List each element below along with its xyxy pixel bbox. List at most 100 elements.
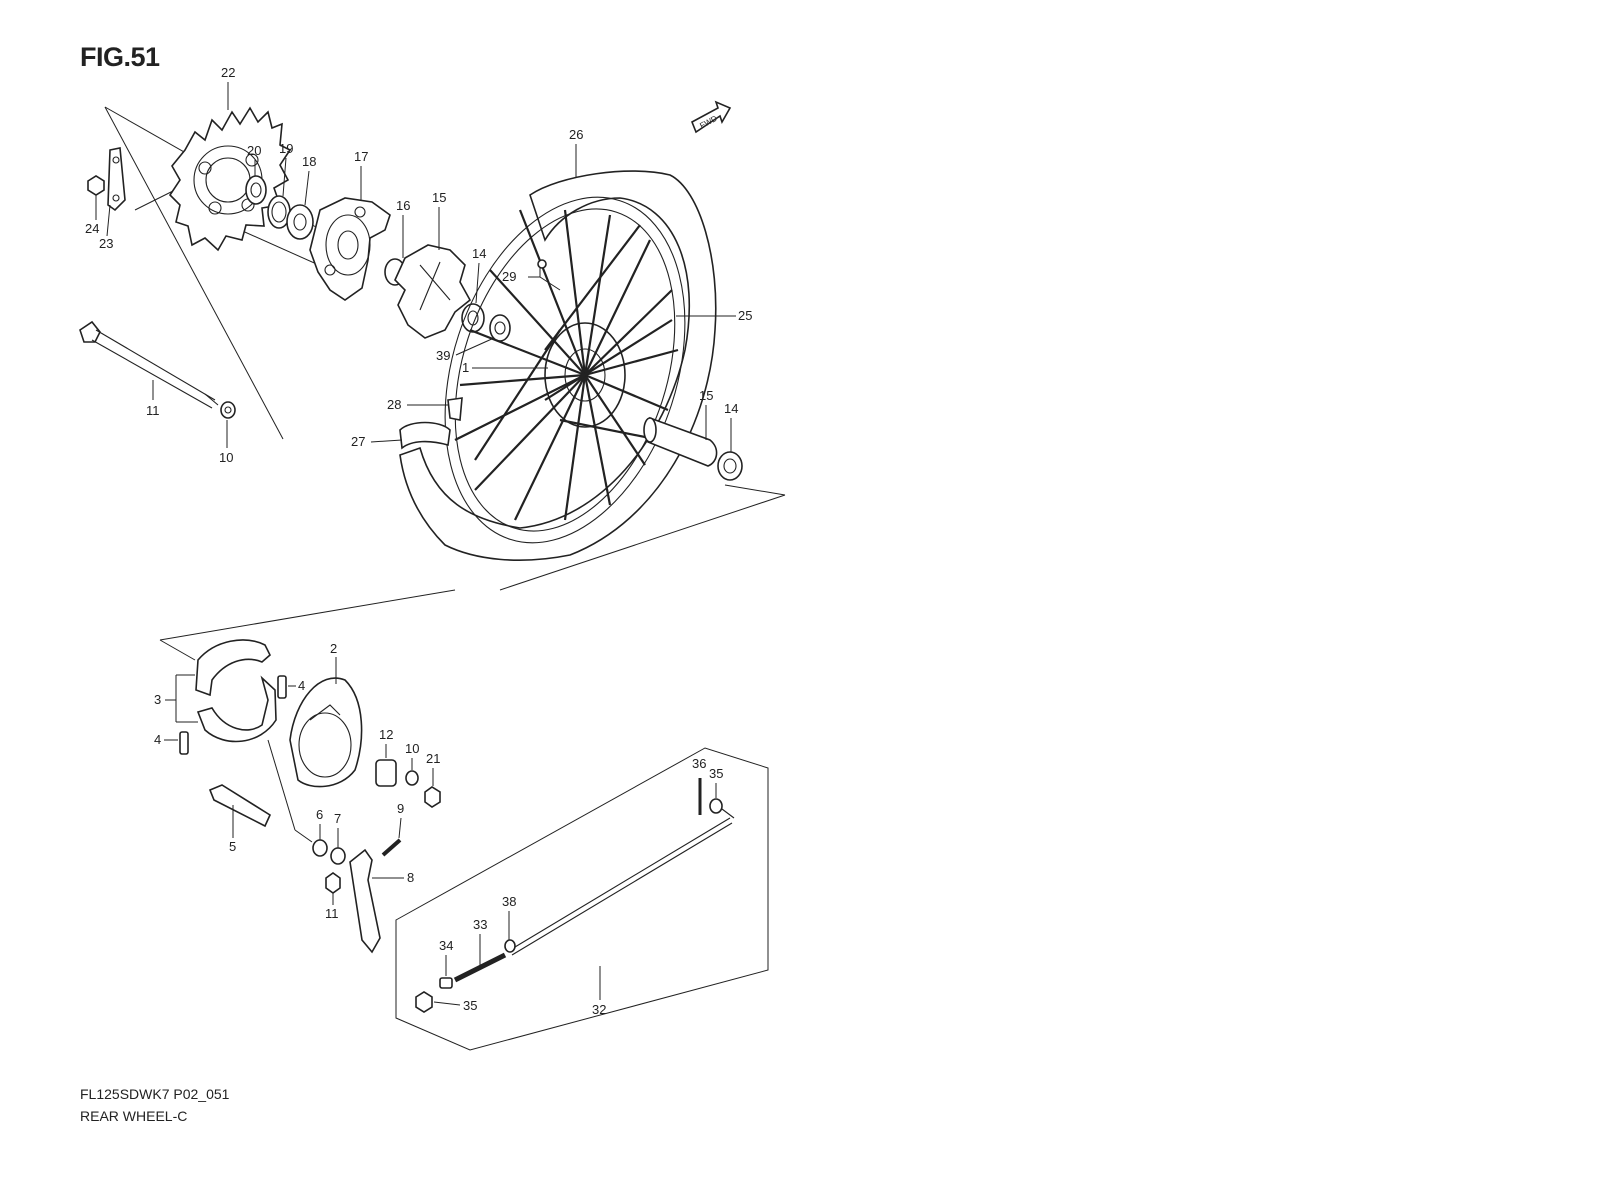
- callout-10-lower: 10: [405, 741, 419, 770]
- callout-label: 10: [405, 741, 419, 756]
- callout-39: 39: [436, 337, 495, 363]
- washer-10-upper: [220, 401, 236, 419]
- callout-label-9: 9: [397, 801, 404, 816]
- spacer-15: [643, 416, 718, 467]
- valve-31: [528, 259, 561, 291]
- fwd-arrow-icon: FWD: [690, 100, 732, 134]
- lock-plate-25: [107, 147, 126, 212]
- figure-name-caption: REAR WHEEL-C: [80, 1108, 188, 1124]
- washer-36: [709, 798, 723, 814]
- bearing-20: [286, 204, 314, 240]
- callout-24: 22: [221, 65, 235, 110]
- nut-26: [87, 175, 105, 220]
- callout-label: 14: [472, 246, 486, 261]
- washer-38: [504, 939, 516, 953]
- sprocket-24: [168, 106, 292, 252]
- washer-10-lower: [405, 770, 419, 786]
- cam-5: [208, 784, 272, 828]
- callout-13: 12: [379, 727, 393, 758]
- callout-34: 34: [439, 938, 453, 976]
- callout-label: 20: [247, 143, 261, 158]
- callout-15: 16 15: [699, 388, 713, 440]
- callout-label: 10: [219, 450, 233, 465]
- callout-4-upper: 4: [288, 678, 305, 693]
- rear-wheel: [399, 170, 717, 561]
- callout-label: 6: [316, 807, 323, 822]
- callout-18: 16: [396, 198, 410, 258]
- callout-label: 25: [738, 308, 752, 323]
- callout-9: 13 9: [397, 801, 404, 839]
- callout-32: 32: [592, 966, 606, 1017]
- callout-14: 15 14: [724, 401, 738, 452]
- callout-label: 39: [436, 348, 450, 363]
- callout-label: 1: [462, 360, 469, 375]
- callout-label: 2: [330, 641, 337, 656]
- callout-33: 33: [473, 917, 487, 966]
- callout-3: 3: [154, 692, 176, 707]
- callout-label-15: 15: [699, 388, 713, 403]
- callout-label: 23: [99, 236, 113, 251]
- bearing-14: [717, 451, 743, 481]
- callout-16: 14: [472, 246, 486, 304]
- callout-36: 35: [709, 766, 723, 798]
- seal-6: [312, 839, 328, 857]
- callout-label: 18: [302, 154, 316, 169]
- callout-label: 22: [221, 65, 235, 80]
- nut-11: [325, 872, 341, 894]
- callout-25: 23: [99, 204, 113, 251]
- callout-label: 7: [334, 811, 341, 826]
- callout-22: 20: [247, 143, 261, 176]
- callout-17: 15: [432, 190, 446, 250]
- callout-31: 29: [502, 269, 516, 284]
- sprocket-drum-19: [309, 197, 391, 301]
- callout-label: 11: [146, 403, 160, 418]
- callout-29: 27: [351, 434, 403, 449]
- callout-20: 18: [302, 154, 316, 206]
- callout-label: 34: [439, 938, 453, 953]
- callout-label: 17: [354, 149, 368, 164]
- callout-21: 19: [279, 141, 293, 197]
- callout-label-11: 11: [325, 906, 339, 921]
- callout-2: 2: [330, 641, 337, 684]
- callout-8: 8: [372, 870, 414, 885]
- springs-4: [179, 675, 287, 755]
- callout-label: 8: [407, 870, 414, 885]
- callout-38: 38: [502, 894, 516, 940]
- callout-26: 24: [85, 221, 99, 236]
- brake-panel-2: [289, 677, 363, 788]
- callout-19: 17: [354, 149, 368, 200]
- callout-label: 5: [229, 839, 236, 854]
- callout-label-35: 35: [463, 998, 477, 1013]
- callout-label: 24: [85, 221, 99, 236]
- callout-label: 4: [298, 678, 305, 693]
- callout-37: 36: [692, 756, 706, 771]
- callout-7: 7: [334, 811, 341, 848]
- callout-label: 16: [396, 198, 410, 213]
- callout-28: 26: [569, 127, 583, 178]
- callout-label: 28: [387, 397, 401, 412]
- brake-rod: [509, 805, 735, 956]
- callout-27: 25: [676, 308, 752, 323]
- callout-label: 3: [154, 692, 161, 707]
- brake-shoes-3: [175, 639, 277, 743]
- callout-label: 12: [379, 727, 393, 742]
- callout-label: 36: [692, 756, 706, 771]
- callout-label-14: 14: [724, 401, 738, 416]
- callout-30: 28: [387, 397, 448, 412]
- nut-35: [415, 991, 433, 1013]
- spacer-22: [245, 175, 267, 205]
- callout-5: 5: [229, 805, 236, 854]
- damper-17: [394, 244, 472, 339]
- callout-label: 19: [279, 141, 293, 156]
- callout-11: 11 11: [325, 893, 339, 921]
- callout-label: 4: [154, 732, 161, 747]
- callout-12: 11: [146, 380, 160, 418]
- callout-6: 6: [316, 807, 323, 840]
- callout-label: 33: [473, 917, 487, 932]
- callout-label: 27: [351, 434, 365, 449]
- brake-group-outline: [267, 739, 313, 843]
- callout-label: 38: [502, 894, 516, 909]
- joint-34: [439, 977, 453, 989]
- callout-4-lower: 4: [154, 732, 178, 747]
